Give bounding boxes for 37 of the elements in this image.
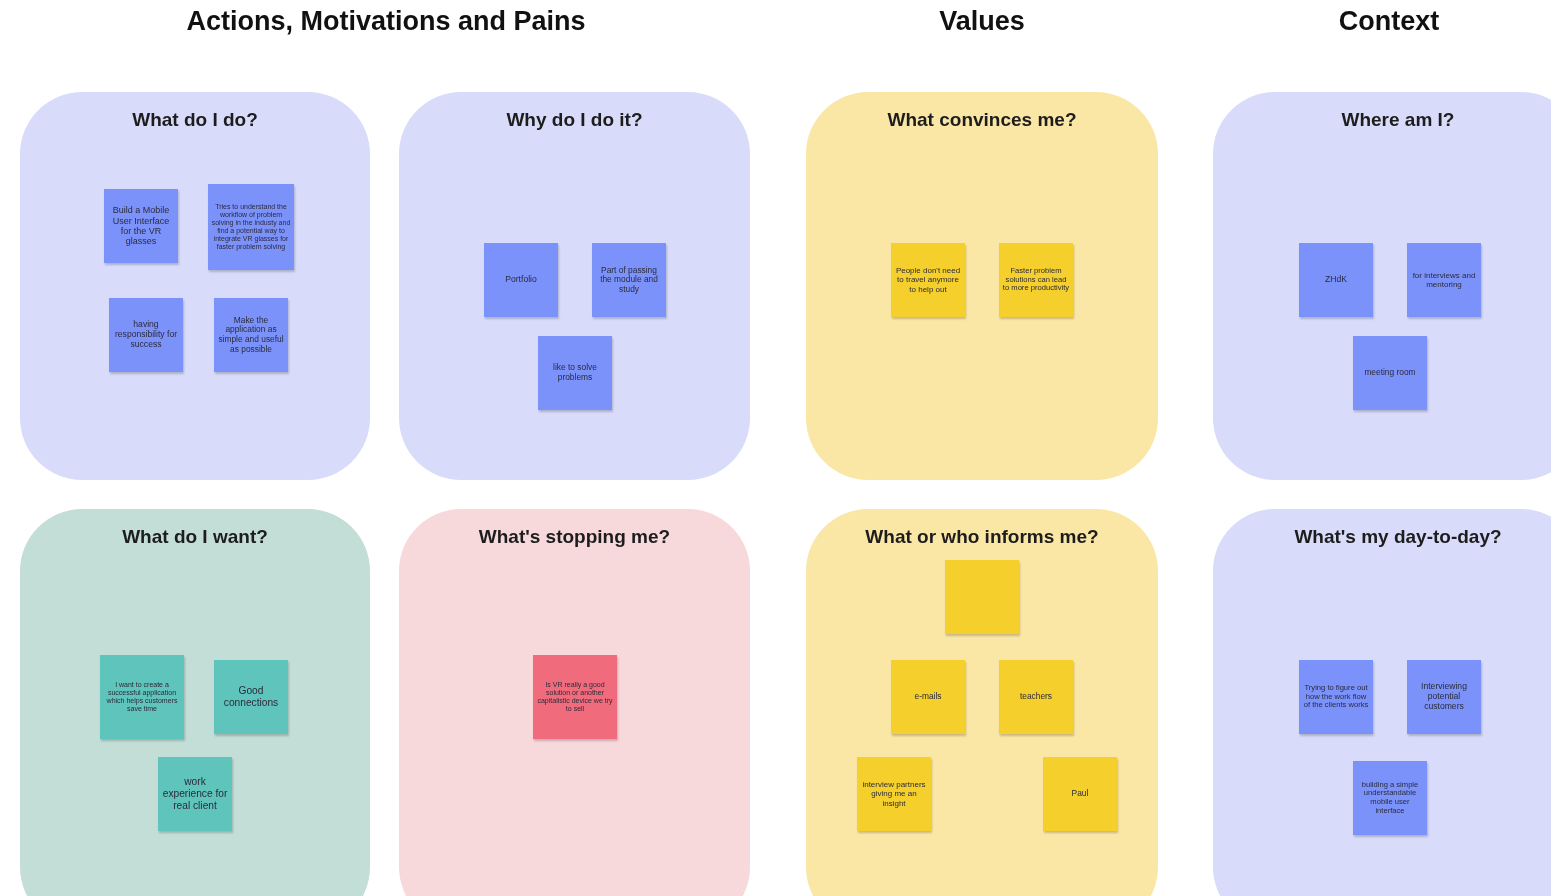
category-panel	[399, 92, 750, 480]
panel-heading: What or who informs me?	[865, 526, 1099, 548]
sticky-note: for interviews and mentoring	[1407, 243, 1481, 317]
panel-heading: Why do I do it?	[506, 109, 643, 131]
category-panel	[1213, 92, 1551, 480]
category-panel	[20, 509, 370, 896]
category-panel	[20, 92, 370, 480]
panel-heading: Where am I?	[1341, 109, 1455, 131]
sticky-note: Good connections	[214, 660, 288, 734]
sticky-note: Part of passing the module and study	[592, 243, 666, 317]
sticky-note: teachers	[999, 660, 1073, 734]
sticky-note: interview partners giving me an insight	[857, 757, 931, 831]
sticky-note: Interviewing potential customers	[1407, 660, 1481, 734]
panel-heading: What do I want?	[122, 526, 268, 548]
sticky-note: Build a Mobile User Interface for the VR glasses	[104, 189, 178, 263]
sticky-note: People don't need to travel anymore to help out	[891, 243, 965, 317]
sticky-note: meeting room	[1353, 336, 1427, 410]
column-heading: Values	[939, 6, 1025, 37]
column-heading: Context	[1338, 6, 1440, 37]
category-panel	[399, 509, 750, 896]
sticky-note: Portfolio	[484, 243, 558, 317]
panel-heading: What do I do?	[132, 109, 258, 131]
panel-heading: What convinces me?	[887, 109, 1077, 131]
panel-heading: What's stopping me?	[478, 526, 671, 548]
category-panel	[806, 92, 1158, 480]
sticky-note: e-mails	[891, 660, 965, 734]
sticky-note: having responsibility for success	[109, 298, 183, 372]
category-panel	[806, 509, 1158, 896]
panel-heading: What's my day-to-day?	[1294, 526, 1502, 548]
sticky-note: ZHdK	[1299, 243, 1373, 317]
column-heading: Actions, Motivations and Pains	[186, 6, 586, 37]
sticky-note: Paul	[1043, 757, 1117, 831]
sticky-note: Make the application as simple and useful as possible	[214, 298, 288, 372]
category-panel	[1213, 509, 1551, 896]
sticky-note	[945, 560, 1019, 634]
sticky-note: like to solve problems	[538, 336, 612, 410]
sticky-note: work experience for real client	[158, 757, 232, 831]
